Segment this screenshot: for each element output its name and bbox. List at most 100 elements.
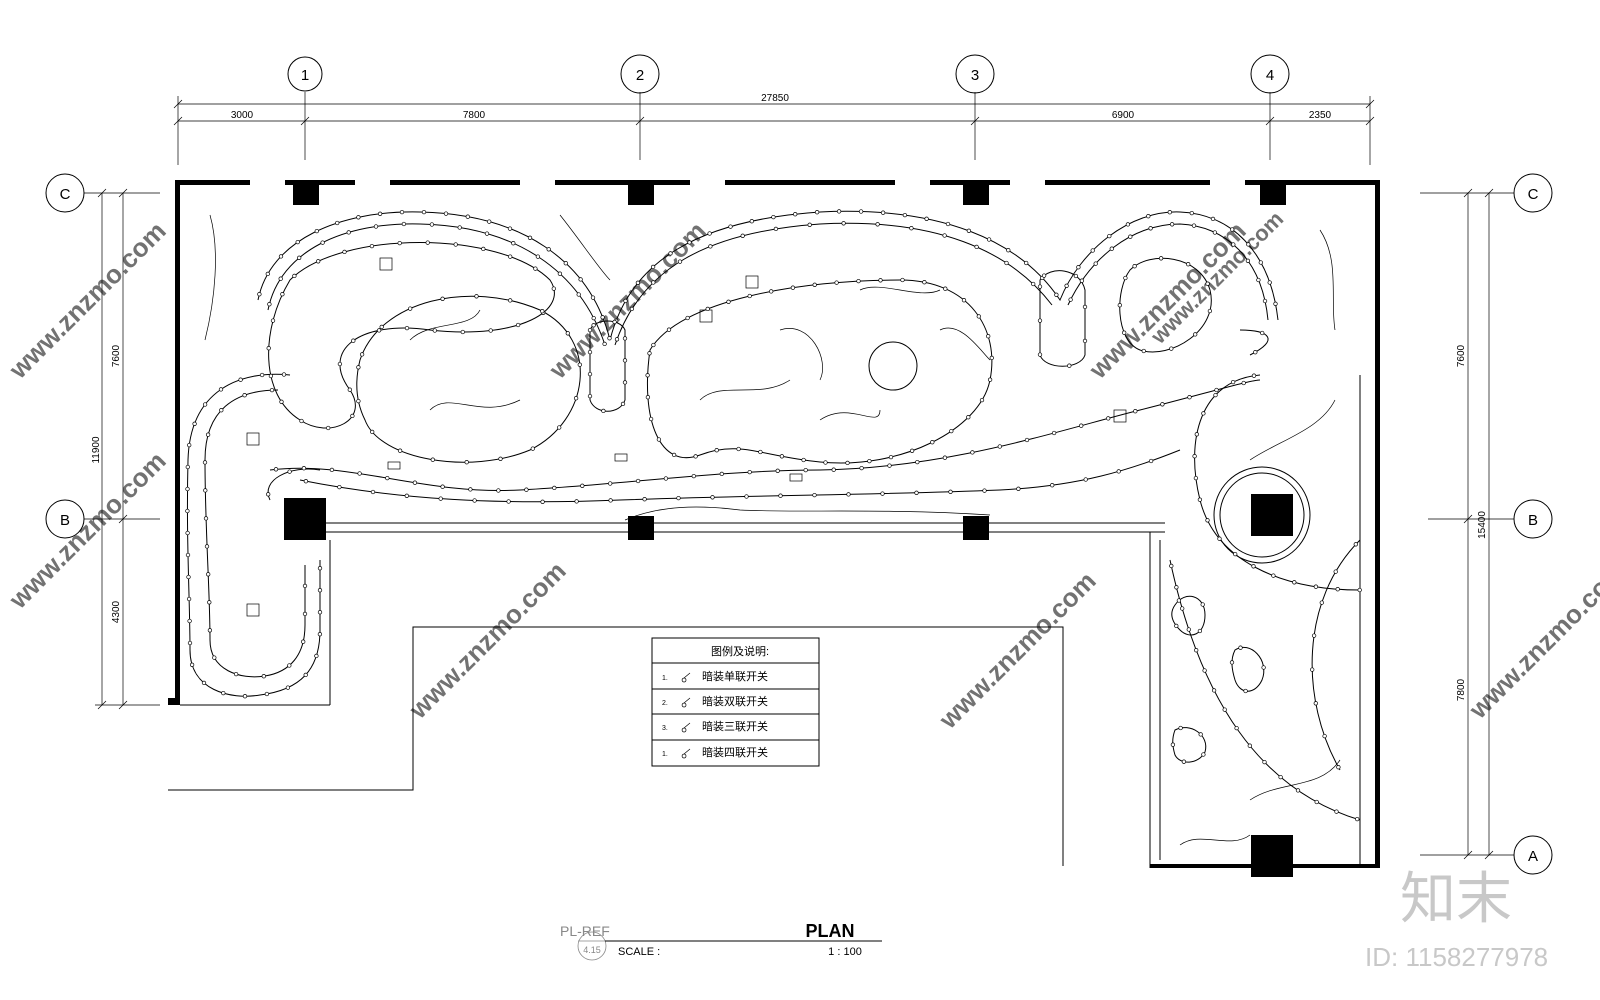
downlight-dot (1051, 430, 1057, 436)
downlight-dot (356, 398, 361, 404)
downlight-dot (337, 361, 343, 367)
downlight-dot (301, 639, 306, 644)
downlight-dot (914, 490, 919, 495)
sheet-bubble (577, 931, 607, 961)
downlight-dot (357, 471, 362, 476)
sheet-number: 4.15 (583, 945, 601, 955)
downlight-dot (812, 492, 817, 498)
downlight-dot (922, 280, 927, 285)
downlight-dot (749, 219, 754, 224)
downlight-dot (580, 483, 585, 488)
downlight-dot (347, 387, 352, 392)
downlight-dot (297, 255, 302, 260)
downlight-dot (778, 493, 783, 498)
downlight-dot (880, 210, 886, 215)
downlight-dot (242, 393, 247, 398)
downlight-dot (314, 653, 319, 659)
downlight-dot (270, 318, 276, 323)
axis-bubble-1 (287, 56, 323, 92)
downlight-dot (266, 346, 271, 351)
downlight-dot (576, 292, 581, 297)
downlight-dot (1238, 645, 1243, 650)
downlight-dot (317, 588, 323, 593)
downlight-dot (1198, 732, 1203, 737)
legend-item-number: 2. (662, 700, 668, 707)
downlight-dot (1037, 284, 1043, 289)
downlight-dot (629, 306, 635, 312)
downlight-dot (705, 306, 710, 312)
downlight-dot (1192, 454, 1197, 459)
downlight-dot (314, 228, 319, 234)
downlight-dot (346, 230, 351, 235)
downlight-dot (203, 516, 209, 521)
downlight-dot (212, 655, 217, 660)
downlight-dot (369, 243, 375, 249)
downlight-dot (591, 315, 596, 321)
downlight-dot (192, 421, 197, 426)
downlight-dot (1193, 475, 1199, 481)
downlight-dot (1212, 230, 1218, 235)
downlight-dot (221, 690, 226, 696)
top-dimension-lines: 27850 3000 7800 6900 2350 (173, 93, 1375, 165)
downlight-dot (1243, 688, 1248, 694)
downlight-dot (1355, 816, 1360, 822)
downlight-dot (677, 259, 683, 264)
downlight-dot (1335, 587, 1340, 592)
downlight-dot (856, 278, 861, 284)
downlight-dot (356, 215, 361, 220)
downlight-dot (1170, 742, 1176, 747)
watermark-text: www.znzmo.com (1462, 556, 1600, 725)
downlight-dot (1178, 725, 1183, 731)
downlight-dot (612, 319, 617, 325)
downlight-dot (573, 396, 579, 401)
downlight-dot (337, 484, 342, 490)
downlight-dot (261, 674, 266, 679)
downlight-dot (281, 372, 287, 377)
downlight-dot (693, 454, 698, 459)
downlight-dot (540, 499, 545, 504)
downlight-dot (803, 467, 808, 473)
downlight-dot (540, 309, 545, 314)
downlight-dot (1004, 260, 1009, 266)
downlight-dot (942, 233, 947, 238)
downlight-dot (302, 583, 308, 589)
downlight-dot (888, 454, 894, 460)
downlight-dot (1122, 330, 1127, 335)
legend-item-label: 暗装单联开关 (702, 669, 768, 683)
axis-bubble-3 (955, 54, 995, 94)
downlight-dot (747, 293, 752, 299)
downlight-dot (1093, 261, 1098, 266)
downlight-dot (801, 457, 806, 463)
downlight-dot (484, 231, 490, 236)
downlight-dot (1213, 392, 1218, 398)
downlight-dot (989, 355, 994, 361)
downlight-dot (511, 241, 516, 246)
downlight-dot (238, 377, 243, 382)
dim-left-total: 11900 (91, 436, 102, 464)
downlight-dot (1128, 234, 1133, 239)
downlight-dot (1041, 273, 1047, 278)
downlight-dot (970, 450, 975, 455)
downlight-dot (302, 611, 308, 617)
downlight-dot (206, 572, 211, 577)
downlight-dot (498, 456, 503, 461)
downlight-dot (557, 271, 563, 276)
brand-logo: 知末 (1400, 867, 1512, 930)
downlight-dot (299, 418, 304, 424)
downlight-dot (775, 468, 780, 473)
legend-item-number: 3. (662, 725, 668, 732)
legend-item-label: 暗装三联开关 (702, 719, 768, 733)
downlight-dot (563, 261, 568, 266)
image-id: ID: 1158277978 (1365, 942, 1548, 972)
downlight-dot (691, 473, 696, 479)
downlight-dot (440, 484, 445, 489)
downlight-dot (1191, 223, 1197, 228)
downlight-dot (1313, 701, 1318, 706)
downlight-dot (1222, 707, 1227, 712)
downlight-dot (587, 393, 593, 399)
downlight-dot (1256, 277, 1261, 283)
axis-label-b-right: B (1528, 512, 1538, 529)
downlight-dot (1313, 584, 1319, 589)
downlight-dot (707, 231, 712, 236)
plan-ref: PL-REF (560, 923, 610, 939)
